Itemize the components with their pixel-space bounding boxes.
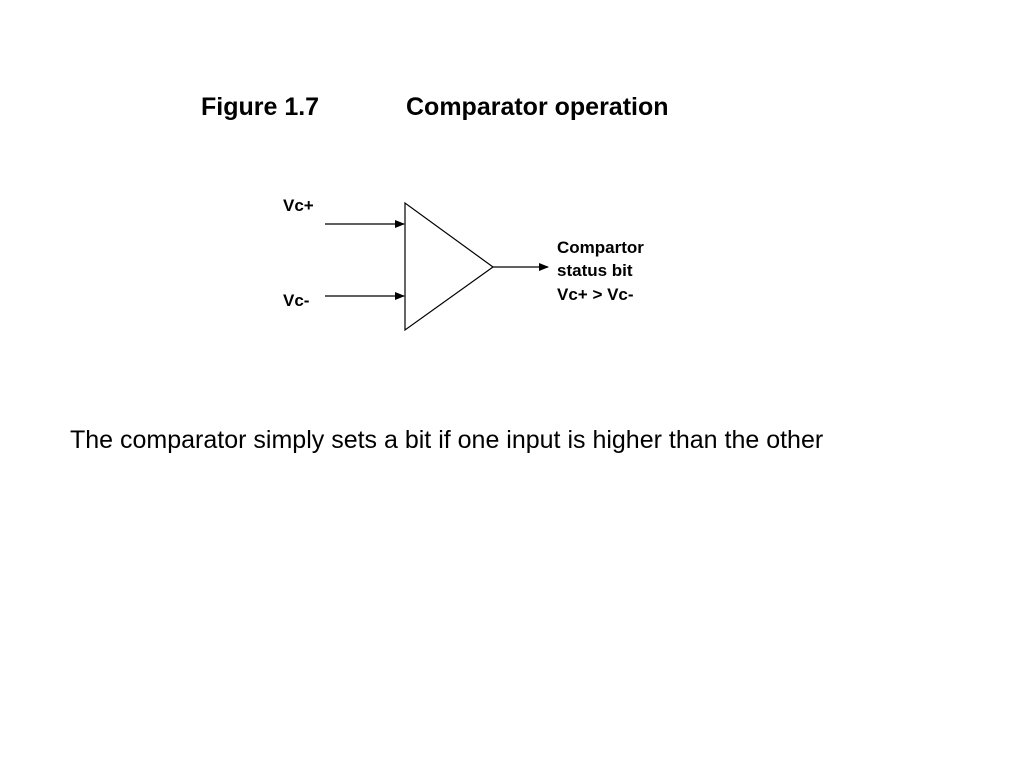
body-caption: The comparator simply sets a bit if one … [70,426,824,454]
output-label-line-2: status bit [557,261,633,281]
comparator-triangle [404,201,495,332]
input-minus-label: Vc- [283,291,310,310]
input-plus-label: Vc+ [283,196,314,215]
output-label: Compartor status bit Vc+ > Vc- [557,236,644,306]
figure-number: Figure 1.7 [201,93,320,121]
figure-title: Figure 1.7 Comparator operation [201,92,669,122]
figure-caption-title: Comparator operation [406,93,669,121]
output-label-line-3: Vc+ > Vc- [557,284,634,304]
output-label-line-1: Compartor [557,238,644,257]
